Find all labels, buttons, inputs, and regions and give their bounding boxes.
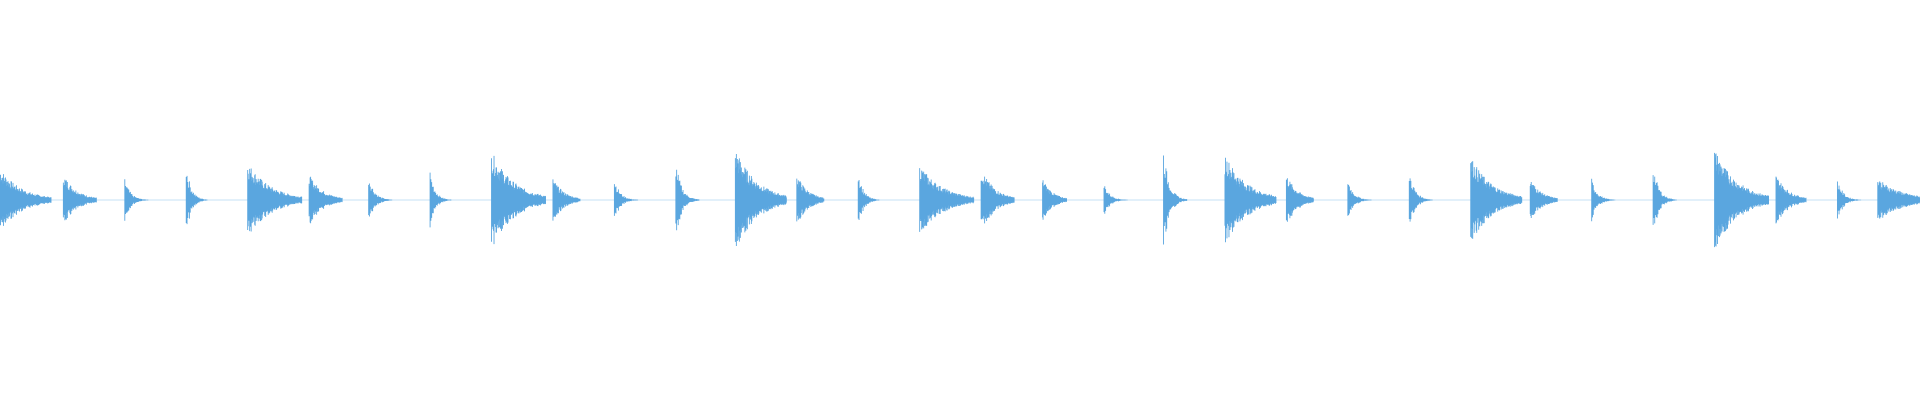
waveform-transient (429, 172, 452, 228)
waveform-transient (1652, 175, 1677, 225)
waveform-transient (1224, 157, 1277, 243)
waveform-transient (613, 184, 639, 216)
waveform-transient (1591, 178, 1616, 222)
waveform-transient (1470, 161, 1523, 239)
waveform-transient (857, 179, 880, 221)
waveform-transient (1529, 181, 1558, 219)
waveform-transient (1347, 184, 1372, 216)
waveform-transient (185, 175, 208, 225)
waveform-transient (0, 174, 52, 226)
waveform-transient (1103, 186, 1128, 214)
waveform-transient (919, 168, 975, 232)
waveform-transient (552, 179, 581, 221)
waveform-transient (734, 153, 787, 247)
waveform-transient (1042, 180, 1068, 220)
waveform-transient (1714, 152, 1770, 248)
waveform-transient (368, 183, 393, 217)
waveform-transient (308, 176, 343, 224)
waveform-transient (1775, 176, 1807, 224)
waveform-transient (62, 179, 97, 221)
waveform-transient (796, 178, 825, 222)
waveform-transient (1877, 181, 1920, 219)
waveform-transient (1163, 155, 1188, 245)
waveform-transient (247, 168, 303, 232)
waveform-transient (124, 179, 149, 221)
waveform-transient (491, 155, 546, 245)
waveform-transient (1408, 178, 1433, 222)
waveform-transient (980, 176, 1015, 224)
waveform-transient (675, 169, 700, 231)
waveform-transient (1285, 178, 1314, 222)
waveform-transient (1836, 181, 1862, 219)
